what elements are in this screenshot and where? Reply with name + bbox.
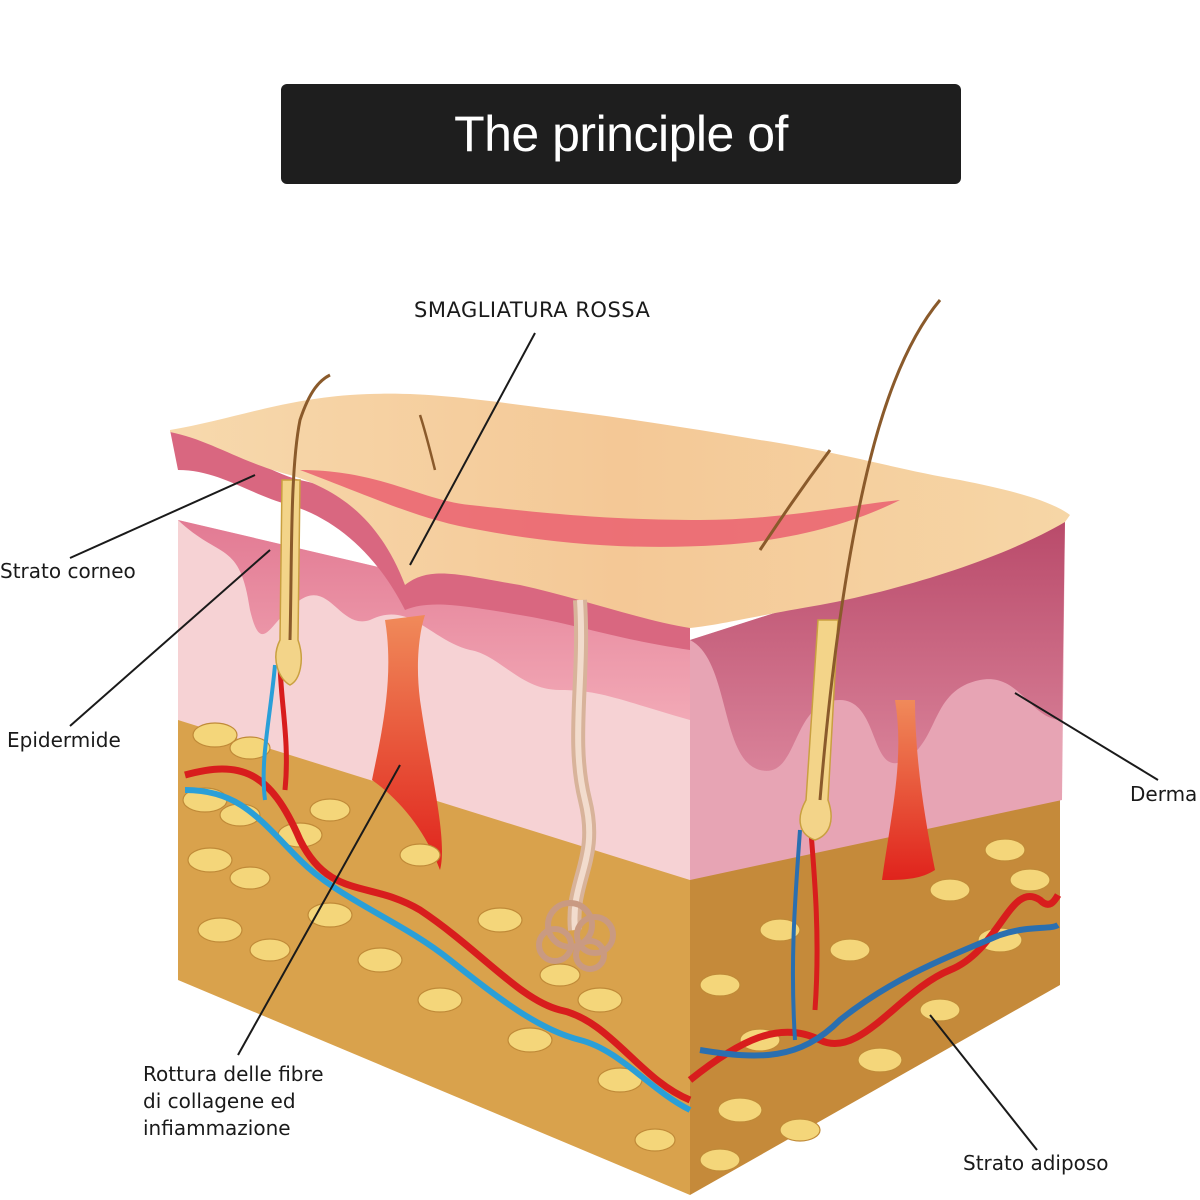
label-dermis: Derma (1130, 782, 1198, 806)
label-collagen-line3: infiammazione (143, 1116, 291, 1140)
label-fat-layer: Strato adiposo (963, 1151, 1109, 1175)
stretch-mark-wedge-front (372, 615, 442, 870)
title-text: The principle of (454, 106, 788, 162)
sweat-duct-inner (571, 599, 593, 931)
hair-shaft-right (818, 299, 942, 801)
leader-fat (929, 1014, 1038, 1151)
vein-branch (261, 664, 277, 801)
leader-collagen (237, 764, 401, 1056)
leader-dermis (1014, 692, 1159, 781)
stretch-mark-wedge-side (882, 700, 935, 880)
papillae-side (690, 520, 1065, 771)
artery-front (184, 765, 692, 1104)
label-stretch-mark: SMAGLIATURA ROSSA (414, 298, 651, 322)
hair-short-top (418, 414, 437, 471)
label-collagen-line1: Rottura delle fibre (143, 1062, 324, 1086)
leader-epidermis (69, 549, 271, 727)
hair-short-mid (758, 449, 832, 551)
leader-lines (69, 332, 1159, 1151)
hair-shaft-left (288, 373, 331, 641)
hair-follicle-left (275, 479, 302, 686)
label-collagen-line2: di collagene ed (143, 1089, 296, 1113)
artery-side (687, 893, 1062, 1083)
papillae-front (178, 520, 690, 720)
skin-surface (170, 393, 1070, 628)
leader-stretch-mark (409, 332, 536, 566)
label-stratum-corneum: Strato corneo (0, 559, 136, 583)
label-epidermis: Epidermide (7, 728, 121, 752)
artery-branch-side (807, 819, 820, 1011)
leader-stratum-corneum (69, 474, 256, 559)
sweat-gland-coil (536, 900, 616, 972)
vein-front (184, 787, 692, 1113)
title-banner: The principle of (281, 84, 961, 184)
hair-follicle-right (799, 619, 839, 841)
vein-side (699, 922, 1060, 1059)
vein-branch-side (790, 829, 802, 1041)
fat-layer-side (690, 760, 1060, 1195)
stretch-mark-surface (300, 470, 900, 547)
